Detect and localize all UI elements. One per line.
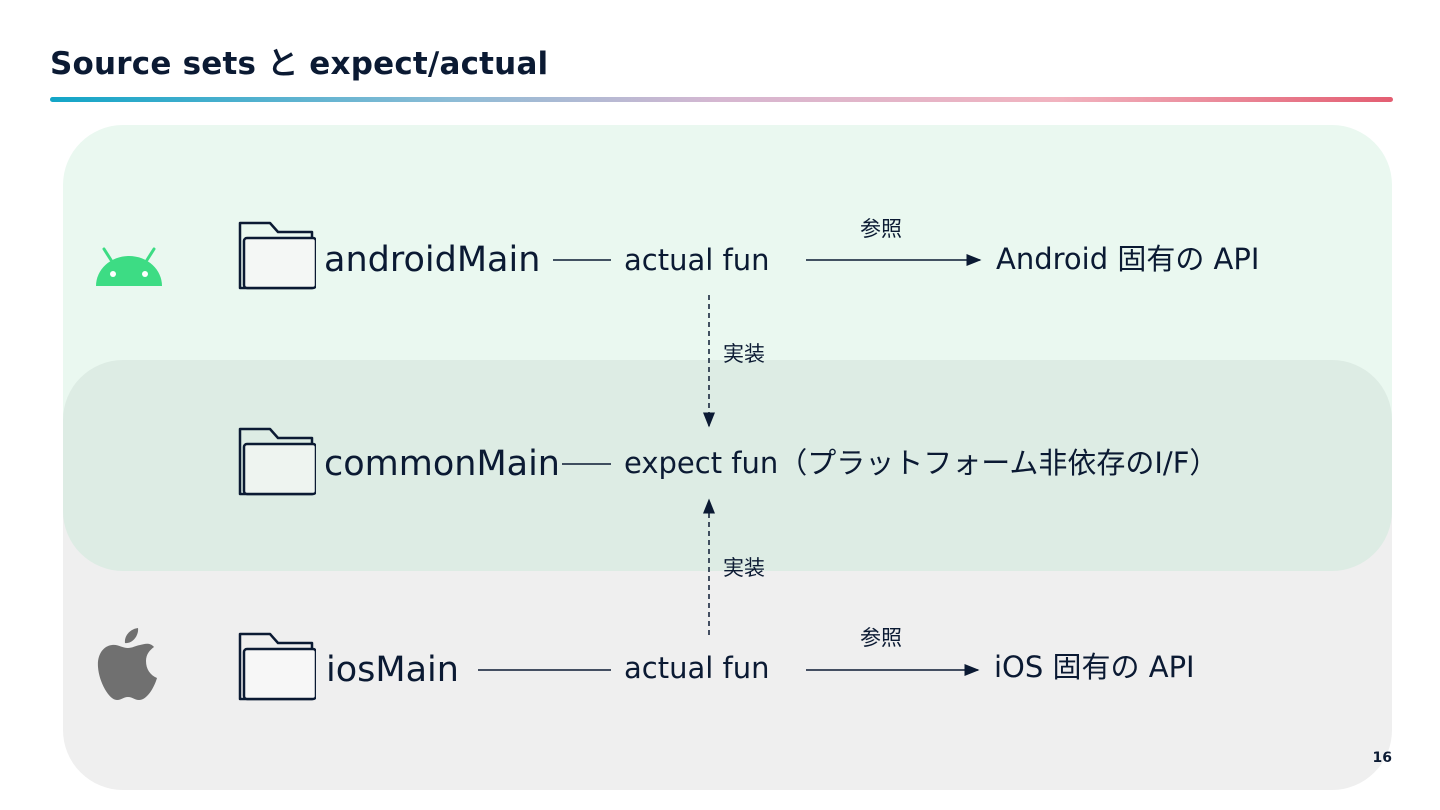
implements-label-upper: 実装 — [723, 342, 765, 366]
common-expect-fun: expect fun（プラットフォーム非依存のI/F） — [624, 446, 1219, 480]
ios-api-label: iOS 固有の API — [994, 650, 1195, 684]
slide-title: Source sets と expect/actual — [50, 46, 549, 82]
implements-label-lower: 実装 — [723, 556, 765, 580]
ios-module-label: iosMain — [326, 650, 459, 690]
android-api-label: Android 固有の API — [996, 242, 1260, 276]
title-gradient-bar — [50, 97, 1393, 102]
android-module-label: androidMain — [324, 240, 541, 280]
ios-actual-fun: actual fun — [624, 651, 770, 685]
android-reference-label: 参照 — [860, 217, 902, 241]
android-icon — [96, 247, 162, 286]
android-actual-fun: actual fun — [624, 243, 770, 277]
folder-icon — [238, 427, 316, 496]
ios-reference-label: 参照 — [860, 626, 902, 650]
folder-icon — [238, 221, 316, 290]
page-number: 16 — [1372, 750, 1392, 766]
common-module-label: commonMain — [324, 444, 560, 484]
folder-icon — [238, 632, 316, 701]
apple-icon — [97, 628, 157, 700]
